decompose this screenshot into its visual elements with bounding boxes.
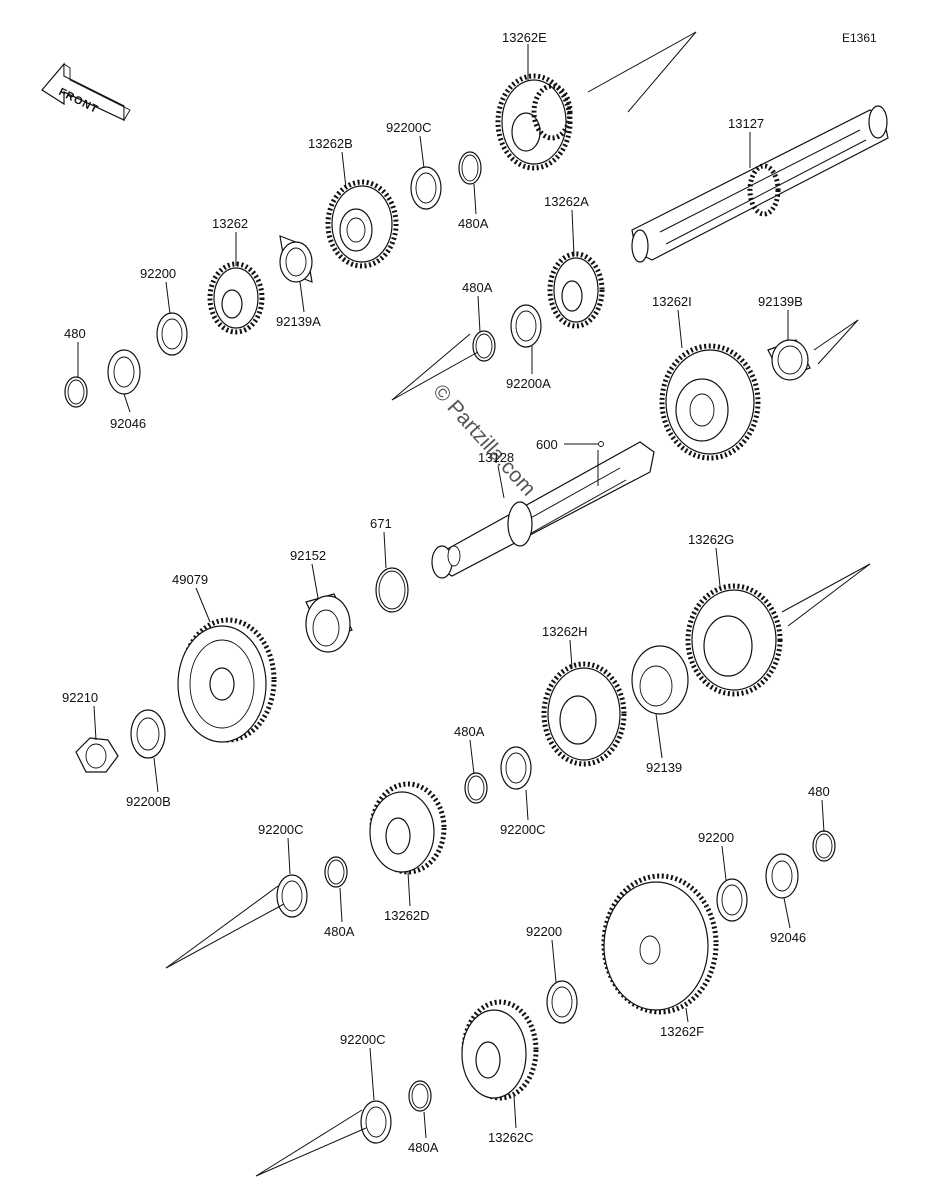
label-92200-top: 92200: [140, 266, 176, 281]
label-13128: 13128: [478, 450, 514, 465]
circlip-480A-center: [464, 772, 488, 804]
label-92152: 92152: [290, 548, 326, 563]
label-13262H: 13262H: [542, 624, 588, 639]
label-92200A: 92200A: [506, 376, 551, 391]
washer-92200C-bottom: [360, 1100, 392, 1144]
label-13262C: 13262C: [488, 1130, 534, 1145]
gear-13262G: [685, 583, 783, 697]
label-13262D: 13262D: [384, 908, 430, 923]
label-480A-left: 480A: [324, 924, 355, 939]
label-480-right: 480: [808, 784, 830, 799]
axis-line-mid-left-2: [391, 351, 479, 401]
label-92200C-bottom: 92200C: [340, 1032, 386, 1047]
gear-13262F: [601, 873, 719, 1015]
collar-92152: [305, 593, 353, 653]
axis-line-bottom-left-2: [255, 1127, 367, 1177]
label-92139A: 92139A: [276, 314, 321, 329]
washer-92200C-left: [276, 874, 308, 918]
gear-13262A: [547, 251, 605, 329]
axis-line-mid-left: [391, 333, 471, 401]
label-13262A: 13262A: [544, 194, 589, 209]
circlip-480A-top: [458, 151, 482, 185]
axis-line-right-low-2: [787, 563, 871, 627]
gear-13262H: [541, 661, 627, 767]
gear-13262I: [659, 343, 761, 461]
circlip-480A-mid: [472, 330, 496, 362]
diagram-code: E1361: [842, 31, 877, 45]
label-600: 600: [536, 437, 558, 452]
label-92046-right: 92046: [770, 930, 806, 945]
label-92200C-center: 92200C: [500, 822, 546, 837]
circlip-480-right: [812, 830, 836, 862]
front-arrow-icon: FRONT: [41, 62, 131, 122]
label-92200-bottom: 92200: [526, 924, 562, 939]
shaft-13127: [631, 105, 889, 263]
label-13262G: 13262G: [688, 532, 734, 547]
leader-lines: [77, 44, 825, 1139]
label-92200B: 92200B: [126, 794, 171, 809]
label-480A-center: 480A: [454, 724, 485, 739]
label-671: 671: [370, 516, 392, 531]
label-92200C-top: 92200C: [386, 120, 432, 135]
bearing-92139B: [767, 339, 811, 381]
washer-92200B: [130, 709, 166, 759]
label-92200C-left: 92200C: [258, 822, 304, 837]
label-480-top: 480: [64, 326, 86, 341]
circlip-480A-bottom: [408, 1080, 432, 1112]
label-13262: 13262: [212, 216, 248, 231]
label-49079: 49079: [172, 572, 208, 587]
washer-92200-top: [156, 312, 188, 356]
label-13127: 13127: [728, 116, 764, 131]
circlip-480A-left: [324, 856, 348, 888]
washer-92200-right: [716, 878, 748, 922]
axis-line-left-low-2: [165, 903, 285, 969]
axis-line-right-mid: [813, 319, 859, 351]
label-480A-mid: 480A: [462, 280, 493, 295]
circlip-480-top: [64, 376, 88, 408]
axis-line-left-low: [165, 885, 279, 969]
washer-92200C-center: [500, 746, 532, 790]
label-92139B: 92139B: [758, 294, 803, 309]
gear-13262D: [369, 781, 447, 875]
oring-671: [375, 567, 409, 613]
label-92210: 92210: [62, 690, 98, 705]
sprocket-49079: [177, 617, 277, 743]
label-480A-bottom: 480A: [408, 1140, 439, 1155]
label-13262B: 13262B: [308, 136, 353, 151]
watermark: © Partzilla.com: [428, 380, 540, 501]
axis-line-right-low: [781, 563, 871, 613]
bearing-92046-right: [765, 853, 799, 899]
label-13262F: 13262F: [660, 1024, 704, 1039]
axis-line-bottom-left: [255, 1109, 363, 1177]
label-13262E: 13262E: [502, 30, 547, 45]
gear-13262C: [461, 999, 539, 1101]
label-13262I: 13262I: [652, 294, 692, 309]
bearing-92046-left: [107, 349, 141, 395]
washer-92200-bottom: [546, 980, 578, 1024]
label-92200-right: 92200: [698, 830, 734, 845]
gear-13262B: [325, 179, 399, 269]
axis-line-upper-right-2: [627, 31, 697, 113]
gear-13262: [207, 261, 265, 335]
gear-13262E: [495, 73, 573, 171]
washer-92200C-top: [410, 166, 442, 210]
part-labels: 13262E 13127 92200C 480A 13262B 13262 92…: [62, 30, 830, 1155]
axis-line-right-mid-2: [817, 319, 859, 365]
label-92046-left: 92046: [110, 416, 146, 431]
nut-92210: [75, 737, 119, 773]
shaft-13128: [431, 441, 655, 579]
bearing-92139A: [279, 235, 313, 283]
label-480A-top: 480A: [458, 216, 489, 231]
label-92139: 92139: [646, 760, 682, 775]
axis-line-upper-right: [587, 31, 697, 93]
bearing-92139: [631, 645, 689, 715]
washer-92200A: [510, 304, 542, 348]
